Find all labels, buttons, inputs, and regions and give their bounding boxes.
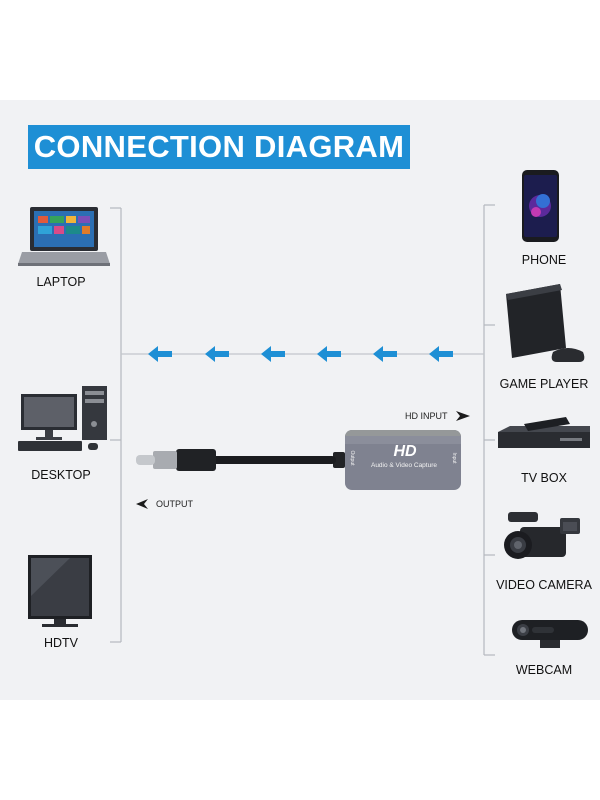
arrow-left-icon [261, 346, 285, 362]
input-bracket [483, 204, 495, 656]
output-bracket [110, 207, 122, 643]
arrow-left-icon [429, 346, 453, 362]
input-label-phone: PHONE [521, 253, 567, 267]
capture-device [333, 430, 461, 490]
game-console-icon [506, 284, 585, 362]
output-arrow-icon [136, 499, 148, 509]
output-label-laptop: LAPTOP [36, 275, 86, 289]
diagram-title: CONNECTION DIAGRAM [33, 129, 405, 164]
output-label-hdtv: HDTV [43, 636, 79, 650]
laptop-icon [18, 207, 110, 266]
webcam-icon [512, 620, 588, 648]
title-banner: CONNECTION DIAGRAM [28, 125, 410, 169]
hd-input-arrow-icon [456, 411, 470, 421]
input-label-video-camera: VIDEO CAMERA [496, 578, 592, 592]
arrow-left-icon [148, 346, 172, 362]
input-label-webcam: WEBCAM [515, 663, 573, 677]
input-label-tv-box: TV BOX [521, 471, 567, 485]
video-camera-icon [504, 512, 580, 559]
smartphone-icon [522, 170, 559, 242]
output-direction-label: OUTPUT [156, 499, 193, 509]
arrow-left-icon [317, 346, 341, 362]
device-hd-logo: HD [393, 443, 417, 460]
output-label-desktop: DESKTOP [31, 468, 91, 482]
hdtv-icon [28, 555, 92, 627]
arrow-left-icon [373, 346, 397, 362]
hd-input-label: HD INPUT [405, 411, 448, 421]
device-subtitle: Audio & Video Capture [370, 462, 437, 469]
input-label-game-player: GAME PLAYER [499, 377, 589, 391]
device-input-port-label: Input [451, 452, 457, 464]
usb-c-cable [136, 449, 336, 471]
arrow-left-icon [205, 346, 229, 362]
tv-box-icon [498, 417, 590, 448]
desktop-computer-icon [18, 386, 107, 451]
device-output-port-label: Output [349, 450, 355, 466]
